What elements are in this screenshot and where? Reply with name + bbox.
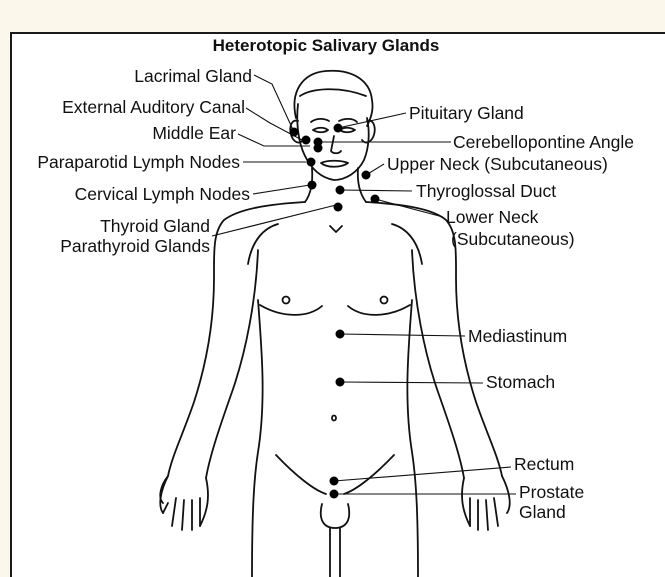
label-lower-neck: Lower Neck (446, 207, 539, 227)
dot-cervical (308, 181, 317, 190)
label-parathyroid-glands: Parathyroid Glands (60, 236, 210, 256)
label-stomach: Stomach (486, 372, 555, 392)
label-middle-ear: Middle Ear (152, 123, 236, 143)
label-lower-neck-subcutaneous: (Subcutaneous) (451, 229, 575, 249)
dot-cerebellopontine (314, 138, 323, 147)
diagram-title: Heterotopic Salivary Glands (213, 36, 440, 55)
dot-external-auditory (302, 136, 311, 145)
labels: Lacrimal Gland External Auditory Canal M… (37, 66, 634, 522)
label-upper-neck: Upper Neck (Subcutaneous) (387, 154, 608, 174)
label-rectum: Rectum (514, 454, 574, 474)
dot-thyroglossal (336, 186, 345, 195)
dot-thyroid (334, 203, 343, 212)
label-cervical-lymph-nodes: Cervical Lymph Nodes (75, 184, 251, 204)
label-cerebellopontine-angle: Cerebellopontine Angle (453, 132, 634, 152)
dot-pituitary (334, 124, 343, 133)
label-thyroglossal-duct: Thyroglossal Duct (416, 181, 556, 201)
label-thyroid-gland: Thyroid Gland (100, 216, 210, 236)
dot-lacrimal (290, 128, 299, 137)
label-pituitary-gland: Pituitary Gland (409, 103, 524, 123)
dot-upper-neck (362, 171, 371, 180)
label-paraparotid-lymph-nodes: Paraparotid Lymph Nodes (37, 152, 240, 172)
label-external-auditory-canal: External Auditory Canal (62, 97, 245, 117)
label-prostate: Prostate (519, 482, 584, 502)
label-lacrimal-gland: Lacrimal Gland (134, 66, 252, 86)
dot-rectum (330, 477, 339, 486)
label-mediastinum: Mediastinum (468, 326, 567, 346)
dot-mediastinum (336, 330, 345, 339)
label-prostate-gland: Gland (519, 502, 566, 522)
dot-prostate (330, 490, 339, 499)
dot-paraparotid (307, 158, 316, 167)
dot-lower-neck (371, 195, 380, 204)
dot-stomach (336, 378, 345, 387)
